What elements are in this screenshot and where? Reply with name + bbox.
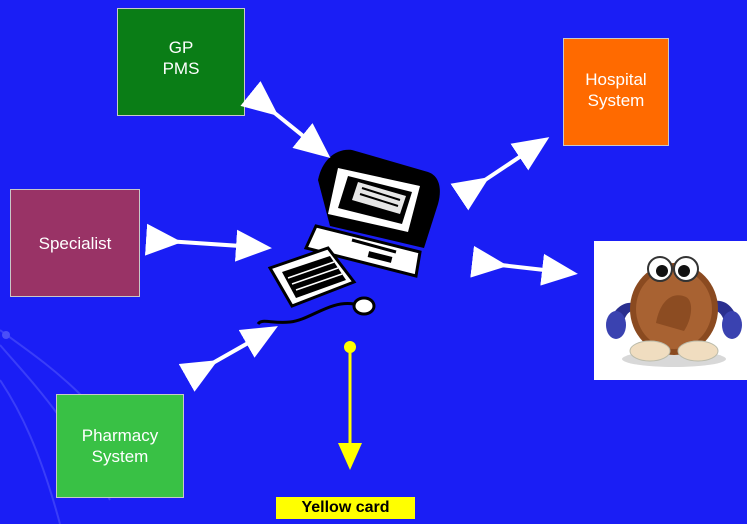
- pharmacy-system-node: Pharmacy System: [56, 394, 184, 498]
- specialist-label: Specialist: [38, 233, 112, 253]
- arrow-hospital: [450, 137, 550, 211]
- arrow-gp: [240, 80, 331, 159]
- pharmacy-system-label: Pharmacy System: [81, 426, 159, 466]
- gp-pms-node: GP PMS: [117, 8, 245, 116]
- coin-character-icon: [606, 256, 742, 367]
- yellow-card-node: Yellow card: [276, 497, 415, 519]
- hospital-system-node: Hospital System: [563, 38, 669, 146]
- patient-node: [594, 241, 747, 380]
- specialist-node: Specialist: [10, 189, 140, 297]
- yellow-card-label: Yellow card: [301, 499, 390, 516]
- arrow-pharmacy: [178, 326, 278, 392]
- arrow-patient: [470, 245, 578, 286]
- arrow-specialist: [144, 223, 272, 262]
- hospital-system-label: Hospital System: [585, 70, 647, 110]
- gp-pms-label: GP PMS: [162, 38, 200, 78]
